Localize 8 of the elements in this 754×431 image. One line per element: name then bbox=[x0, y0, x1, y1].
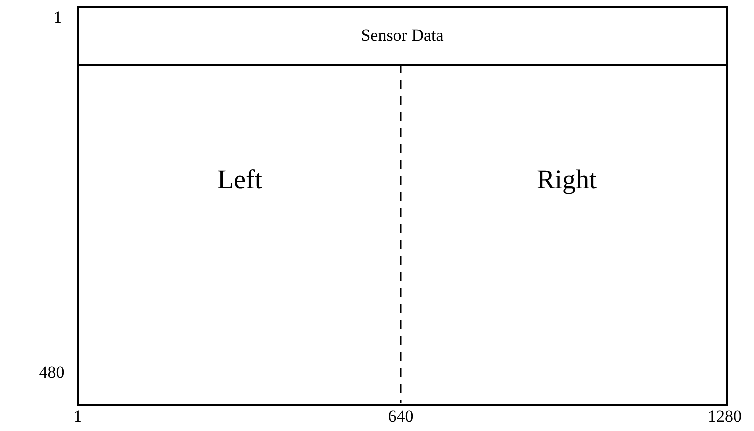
axis-tick-label: 1 bbox=[74, 407, 82, 427]
axis-tick-label: 480 bbox=[39, 363, 65, 383]
region-label: Right bbox=[537, 164, 597, 196]
region-label: Left bbox=[218, 164, 262, 196]
header-band: Sensor Data bbox=[79, 8, 726, 66]
axis-tick-label: 1 bbox=[54, 8, 62, 28]
axis-tick-label: 1280 bbox=[708, 407, 742, 427]
axis-tick-label: 640 bbox=[388, 407, 414, 427]
